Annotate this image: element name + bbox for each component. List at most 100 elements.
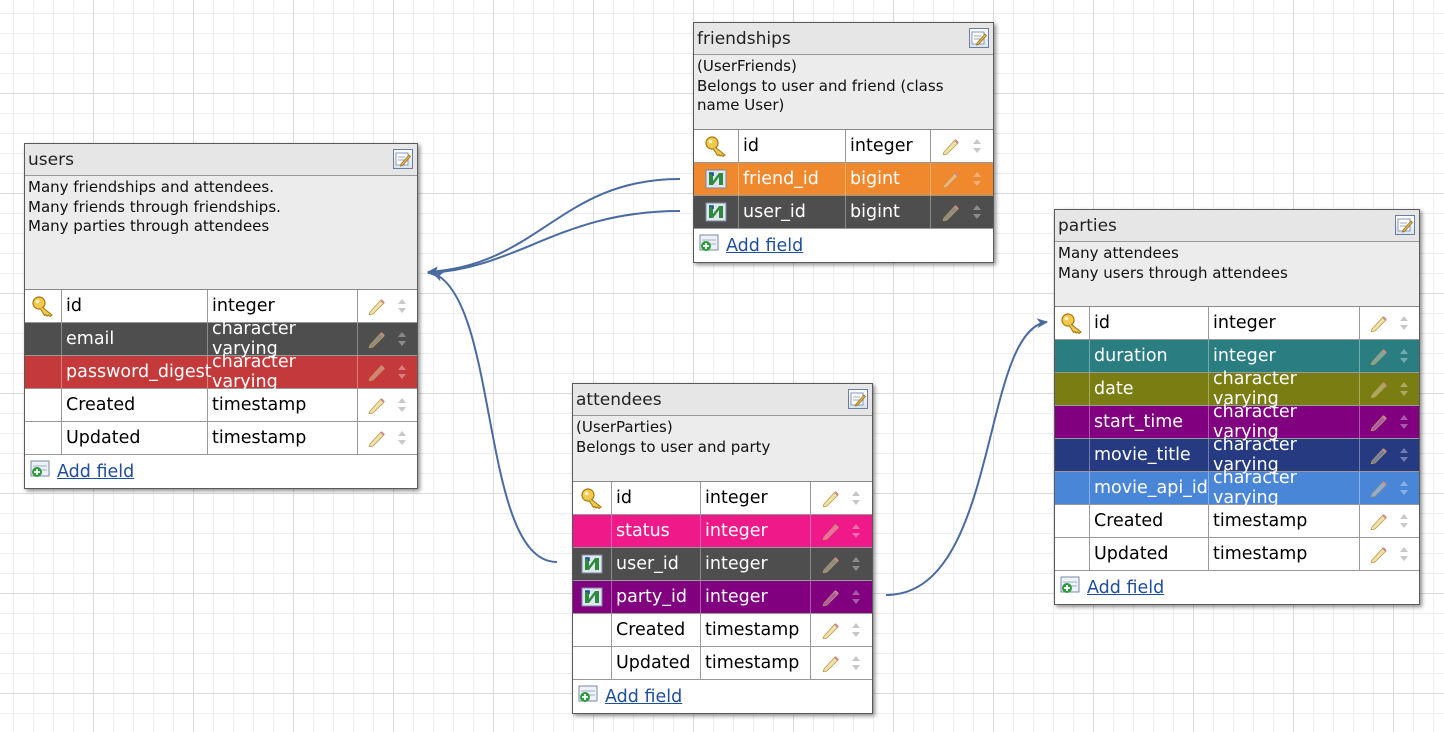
table-header[interactable]: friendships [694, 23, 993, 55]
add-field-icon[interactable] [30, 460, 52, 483]
pencil-icon[interactable] [821, 555, 841, 573]
relation-party-id-to-parties[interactable] [885, 318, 1048, 596]
reorder-arrows-icon[interactable] [396, 395, 408, 415]
field-name[interactable]: friend_id [739, 163, 846, 195]
reorder-arrows-icon[interactable] [971, 202, 983, 222]
add-field-link[interactable]: Add field [726, 235, 804, 256]
pencil-icon[interactable] [1369, 512, 1389, 530]
field-name[interactable]: movie_api_id [1090, 472, 1209, 504]
add-field-icon[interactable] [578, 685, 600, 708]
field-name[interactable]: date [1090, 373, 1209, 405]
field-type[interactable]: character varying [208, 352, 358, 392]
reorder-arrows-icon[interactable] [1398, 313, 1410, 333]
field-type[interactable]: integer [701, 548, 811, 580]
edit-table-icon[interactable] [1395, 215, 1415, 235]
field-type[interactable]: character varying [208, 319, 358, 359]
reorder-arrows-icon[interactable] [1398, 478, 1410, 498]
field-type[interactable]: character varying [1209, 468, 1360, 508]
table-header[interactable]: parties [1055, 210, 1419, 242]
table-header[interactable]: users [25, 144, 417, 176]
reorder-arrows-icon[interactable] [1398, 511, 1410, 531]
table-friendships[interactable]: friendships (UserFriends)Belongs to user… [693, 22, 994, 263]
pencil-icon[interactable] [941, 137, 961, 155]
table-header[interactable]: attendees [573, 384, 872, 416]
reorder-arrows-icon[interactable] [850, 554, 862, 574]
reorder-arrows-icon[interactable] [971, 169, 983, 189]
reorder-arrows-icon[interactable] [850, 488, 862, 508]
relation-friendship-user-id-to-users[interactable] [427, 210, 681, 278]
field-name[interactable]: id [612, 482, 701, 514]
reorder-arrows-icon[interactable] [850, 521, 862, 541]
reorder-arrows-icon[interactable] [850, 587, 862, 607]
field-type[interactable]: timestamp [701, 614, 811, 646]
reorder-arrows-icon[interactable] [1398, 412, 1410, 432]
reorder-arrows-icon[interactable] [850, 653, 862, 673]
pencil-icon[interactable] [367, 396, 387, 414]
field-name[interactable]: duration [1090, 340, 1209, 372]
field-type[interactable]: bigint [846, 163, 931, 195]
field-name[interactable]: Updated [612, 647, 701, 679]
pencil-icon[interactable] [367, 330, 387, 348]
field-type[interactable]: character varying [1209, 435, 1360, 475]
pencil-icon[interactable] [1369, 413, 1389, 431]
field-type[interactable]: timestamp [1209, 538, 1360, 570]
field-type[interactable]: integer [846, 130, 931, 162]
field-name[interactable]: user_id [739, 196, 846, 228]
field-type[interactable]: character varying [1209, 369, 1360, 409]
relation-friend-id-to-users[interactable] [427, 178, 681, 277]
pencil-icon[interactable] [821, 621, 841, 639]
field-type[interactable]: integer [701, 515, 811, 547]
add-field-link[interactable]: Add field [1087, 577, 1165, 598]
reorder-arrows-icon[interactable] [1398, 379, 1410, 399]
field-name[interactable]: Updated [62, 422, 208, 454]
pencil-icon[interactable] [1369, 347, 1389, 365]
field-name[interactable]: id [739, 130, 846, 162]
edit-table-icon[interactable] [393, 149, 413, 169]
field-name[interactable]: user_id [612, 548, 701, 580]
field-name[interactable]: id [62, 290, 208, 322]
edit-table-icon[interactable] [848, 389, 868, 409]
add-field-icon[interactable] [1060, 576, 1082, 599]
reorder-arrows-icon[interactable] [1398, 445, 1410, 465]
field-type[interactable]: integer [208, 290, 358, 322]
field-name[interactable]: Created [1090, 505, 1209, 537]
field-type[interactable]: timestamp [208, 389, 358, 421]
edit-table-icon[interactable] [969, 28, 989, 48]
pencil-icon[interactable] [367, 429, 387, 447]
field-name[interactable]: Updated [1090, 538, 1209, 570]
add-field-link[interactable]: Add field [605, 686, 683, 707]
field-type[interactable]: character varying [1209, 402, 1360, 442]
pencil-icon[interactable] [1369, 314, 1389, 332]
add-field-row[interactable]: Add field [1055, 571, 1419, 604]
field-type[interactable]: timestamp [701, 647, 811, 679]
field-name[interactable]: Created [62, 389, 208, 421]
reorder-arrows-icon[interactable] [396, 362, 408, 382]
pencil-icon[interactable] [1369, 380, 1389, 398]
pencil-icon[interactable] [821, 654, 841, 672]
field-type[interactable]: integer [1209, 340, 1360, 372]
field-type[interactable]: bigint [846, 196, 931, 228]
add-field-link[interactable]: Add field [57, 461, 135, 482]
field-name[interactable]: Created [612, 614, 701, 646]
field-name[interactable]: password_digest [62, 356, 212, 388]
field-name[interactable]: start_time [1090, 406, 1209, 438]
reorder-arrows-icon[interactable] [396, 428, 408, 448]
pencil-icon[interactable] [821, 522, 841, 540]
pencil-icon[interactable] [941, 203, 961, 221]
